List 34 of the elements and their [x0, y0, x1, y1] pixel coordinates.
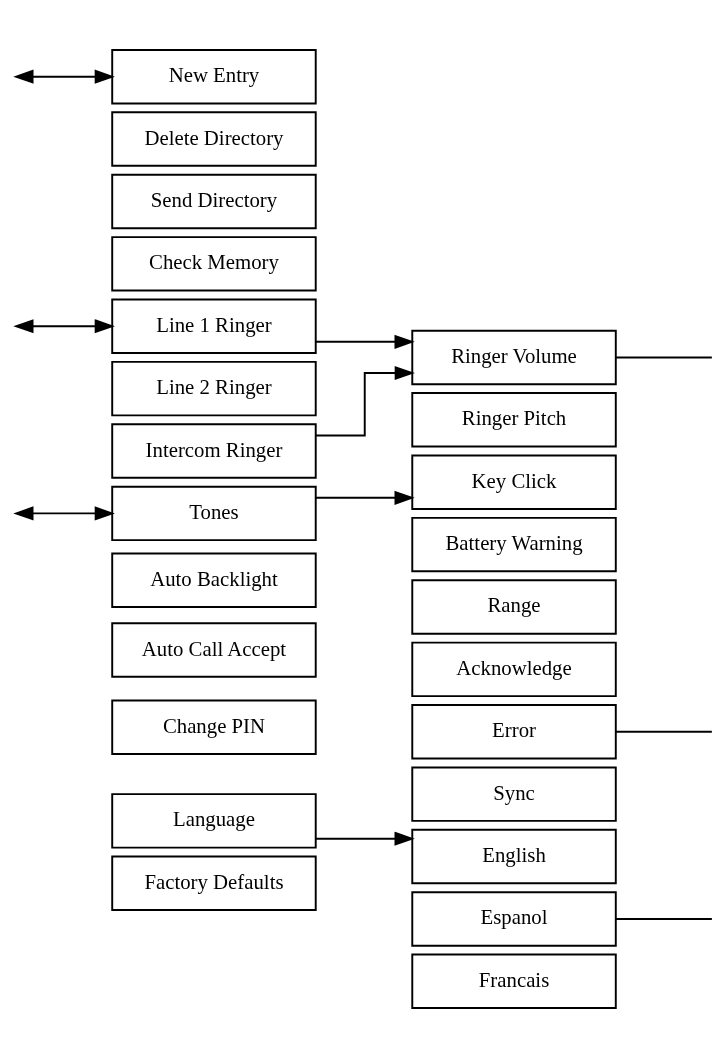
node-box: Auto Call Accept [111, 621, 317, 678]
node-box: Range [411, 578, 617, 635]
node-box: Change PIN [111, 699, 317, 755]
node-box: Ringer Pitch [411, 391, 617, 448]
node-box: Error [411, 703, 617, 759]
node-box: Battery Warning [411, 516, 617, 572]
connector [614, 355, 713, 358]
node-box: Sync [411, 765, 617, 822]
arrow [13, 69, 115, 84]
connector [614, 730, 713, 733]
arrow [13, 318, 115, 333]
arrow [315, 334, 415, 349]
node-box: English [411, 828, 617, 884]
arrow [315, 490, 415, 505]
node-box: Line 1 Ringer [111, 298, 317, 354]
node-box: Line 2 Ringer [111, 360, 317, 416]
node-box: Key Click [411, 454, 617, 510]
arrow [315, 831, 415, 846]
node-box: Intercom Ringer [111, 422, 317, 479]
connector [614, 917, 713, 920]
arrow [13, 505, 115, 520]
node-box: Ringer Volume [411, 329, 617, 385]
node-box: Language [111, 792, 317, 849]
node-box: New Entry [111, 48, 317, 104]
node-box: Send Directory [111, 173, 317, 229]
node-box: Delete Directory [111, 110, 317, 167]
node-box: Francais [411, 953, 617, 1009]
arrow [314, 365, 415, 436]
node-box: Espanol [411, 890, 617, 947]
node-box: Check Memory [111, 235, 317, 292]
node-box: Factory Defaults [111, 855, 317, 911]
node-box: Tones [111, 485, 317, 541]
node-box: Auto Backlight [111, 552, 317, 608]
node-box: Acknowledge [411, 641, 617, 697]
